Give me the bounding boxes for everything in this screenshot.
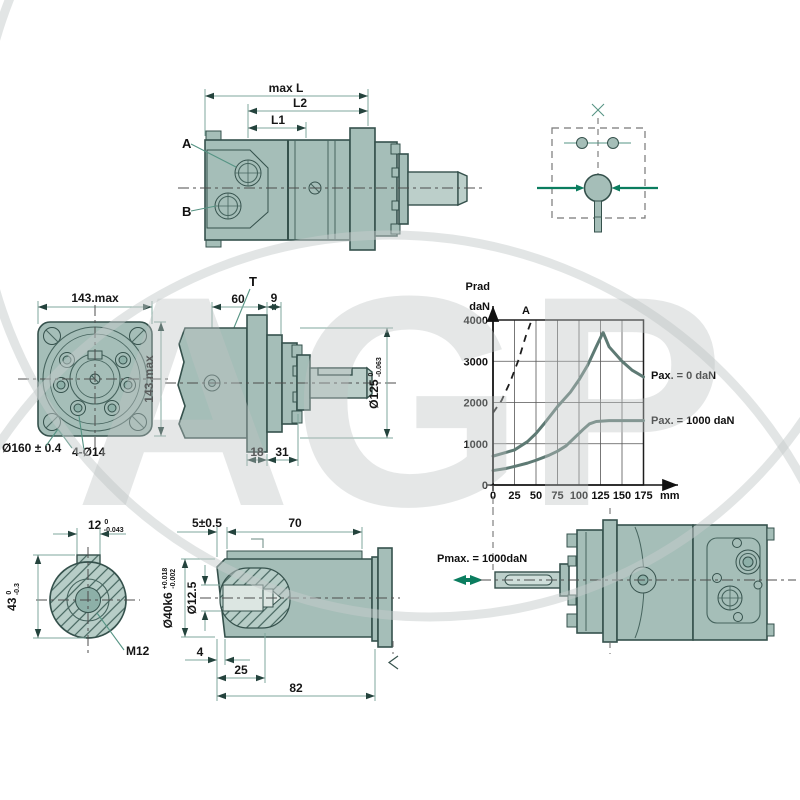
legend-pax0: Pax. = 0 daN [651,370,716,382]
port-face-plate [206,149,269,229]
chart-curve-2 [492,319,533,414]
dim-18: 18 [250,445,264,459]
load-direction-view: Pmax. = 1000daN [437,498,796,654]
shaft-detail-drawing: 5±0.5 70 Ø40k6+0.018-0.002 Ø12.5 4 25 82 [161,516,400,701]
dim-60: 60 [231,292,245,306]
shaft-symbol [583,173,613,203]
pivot-hole [607,137,619,149]
bolt-hole [753,580,763,590]
axial-load-arrows [453,575,483,585]
top-side-view-drawing: max L L2 L1 A B [178,81,483,251]
dim-width: 143.max [71,291,119,305]
dim-max-l: max L [269,81,304,95]
dim-height: 143.max [142,355,156,403]
mount-tab [766,623,775,637]
dim-25: 25 [234,663,248,677]
chart-curve-1 [491,419,645,473]
y-tick-label: 3000 [464,356,488,368]
y-axis-label: Prad [466,281,490,293]
surface-finish-icon [387,655,399,670]
keyway [317,367,353,376]
dim-pilot-diameter: Ø1250-0.063 [367,357,383,409]
y-tick-label: 0 [482,480,488,492]
mounting-schematic [537,103,658,233]
y-tick-label: 1000 [464,439,488,451]
front-view-drawing: 143.max 143.max Ø160 ± 0.4 4-Ø14 [2,291,172,459]
thread-label: M12 [126,644,150,658]
curve-a-label: A [522,305,530,317]
mount-flange [349,127,376,251]
port-t-label: T [249,274,257,289]
y-tick-label: 2000 [464,398,488,410]
pmax-label: Pmax. = 1000daN [437,553,527,565]
dim-bore-diameter: Ø12.5 [185,581,199,614]
y-axis-unit: daN [469,301,490,313]
bolt-hole [712,573,722,583]
bearing-bell [576,529,604,634]
dim-4: 4 [197,645,204,659]
legend-pax1000: Pax. = 1000 daN [651,415,735,427]
shoulder [371,556,379,642]
chart-curve-0 [491,330,645,458]
dim-flange-circle: Ø160 ± 0.4 [2,441,62,455]
side-view-drawing: T 60 9 Ø1250-0.063 18 31 [165,274,397,466]
key [226,550,363,560]
dim-5: 5±0.5 [192,516,222,530]
dim-9: 9 [271,291,278,305]
datum-bracket [251,538,264,548]
y-tick-label: 4000 [464,315,488,327]
dim-l1: L1 [271,113,285,127]
port-b-label: B [182,204,191,219]
dim-l2: L2 [293,96,307,110]
port-a-label: A [182,136,192,151]
dim-82: 82 [289,681,303,695]
dim-31: 31 [275,445,289,459]
bolt-hole [733,612,743,622]
pivot-hole [576,137,588,149]
dim-bolt-holes: 4-Ø14 [72,445,106,459]
bearing-bell [374,141,398,237]
mount-tab [766,527,775,541]
dim-shaft-diameter: Ø40k6+0.018-0.002 [161,568,177,629]
bolt-hole [732,538,742,548]
dim-70: 70 [288,516,302,530]
shaft-collar [398,153,409,225]
mount-flange [602,519,618,643]
dim-shaft-height: 430-0.3 [5,583,21,611]
